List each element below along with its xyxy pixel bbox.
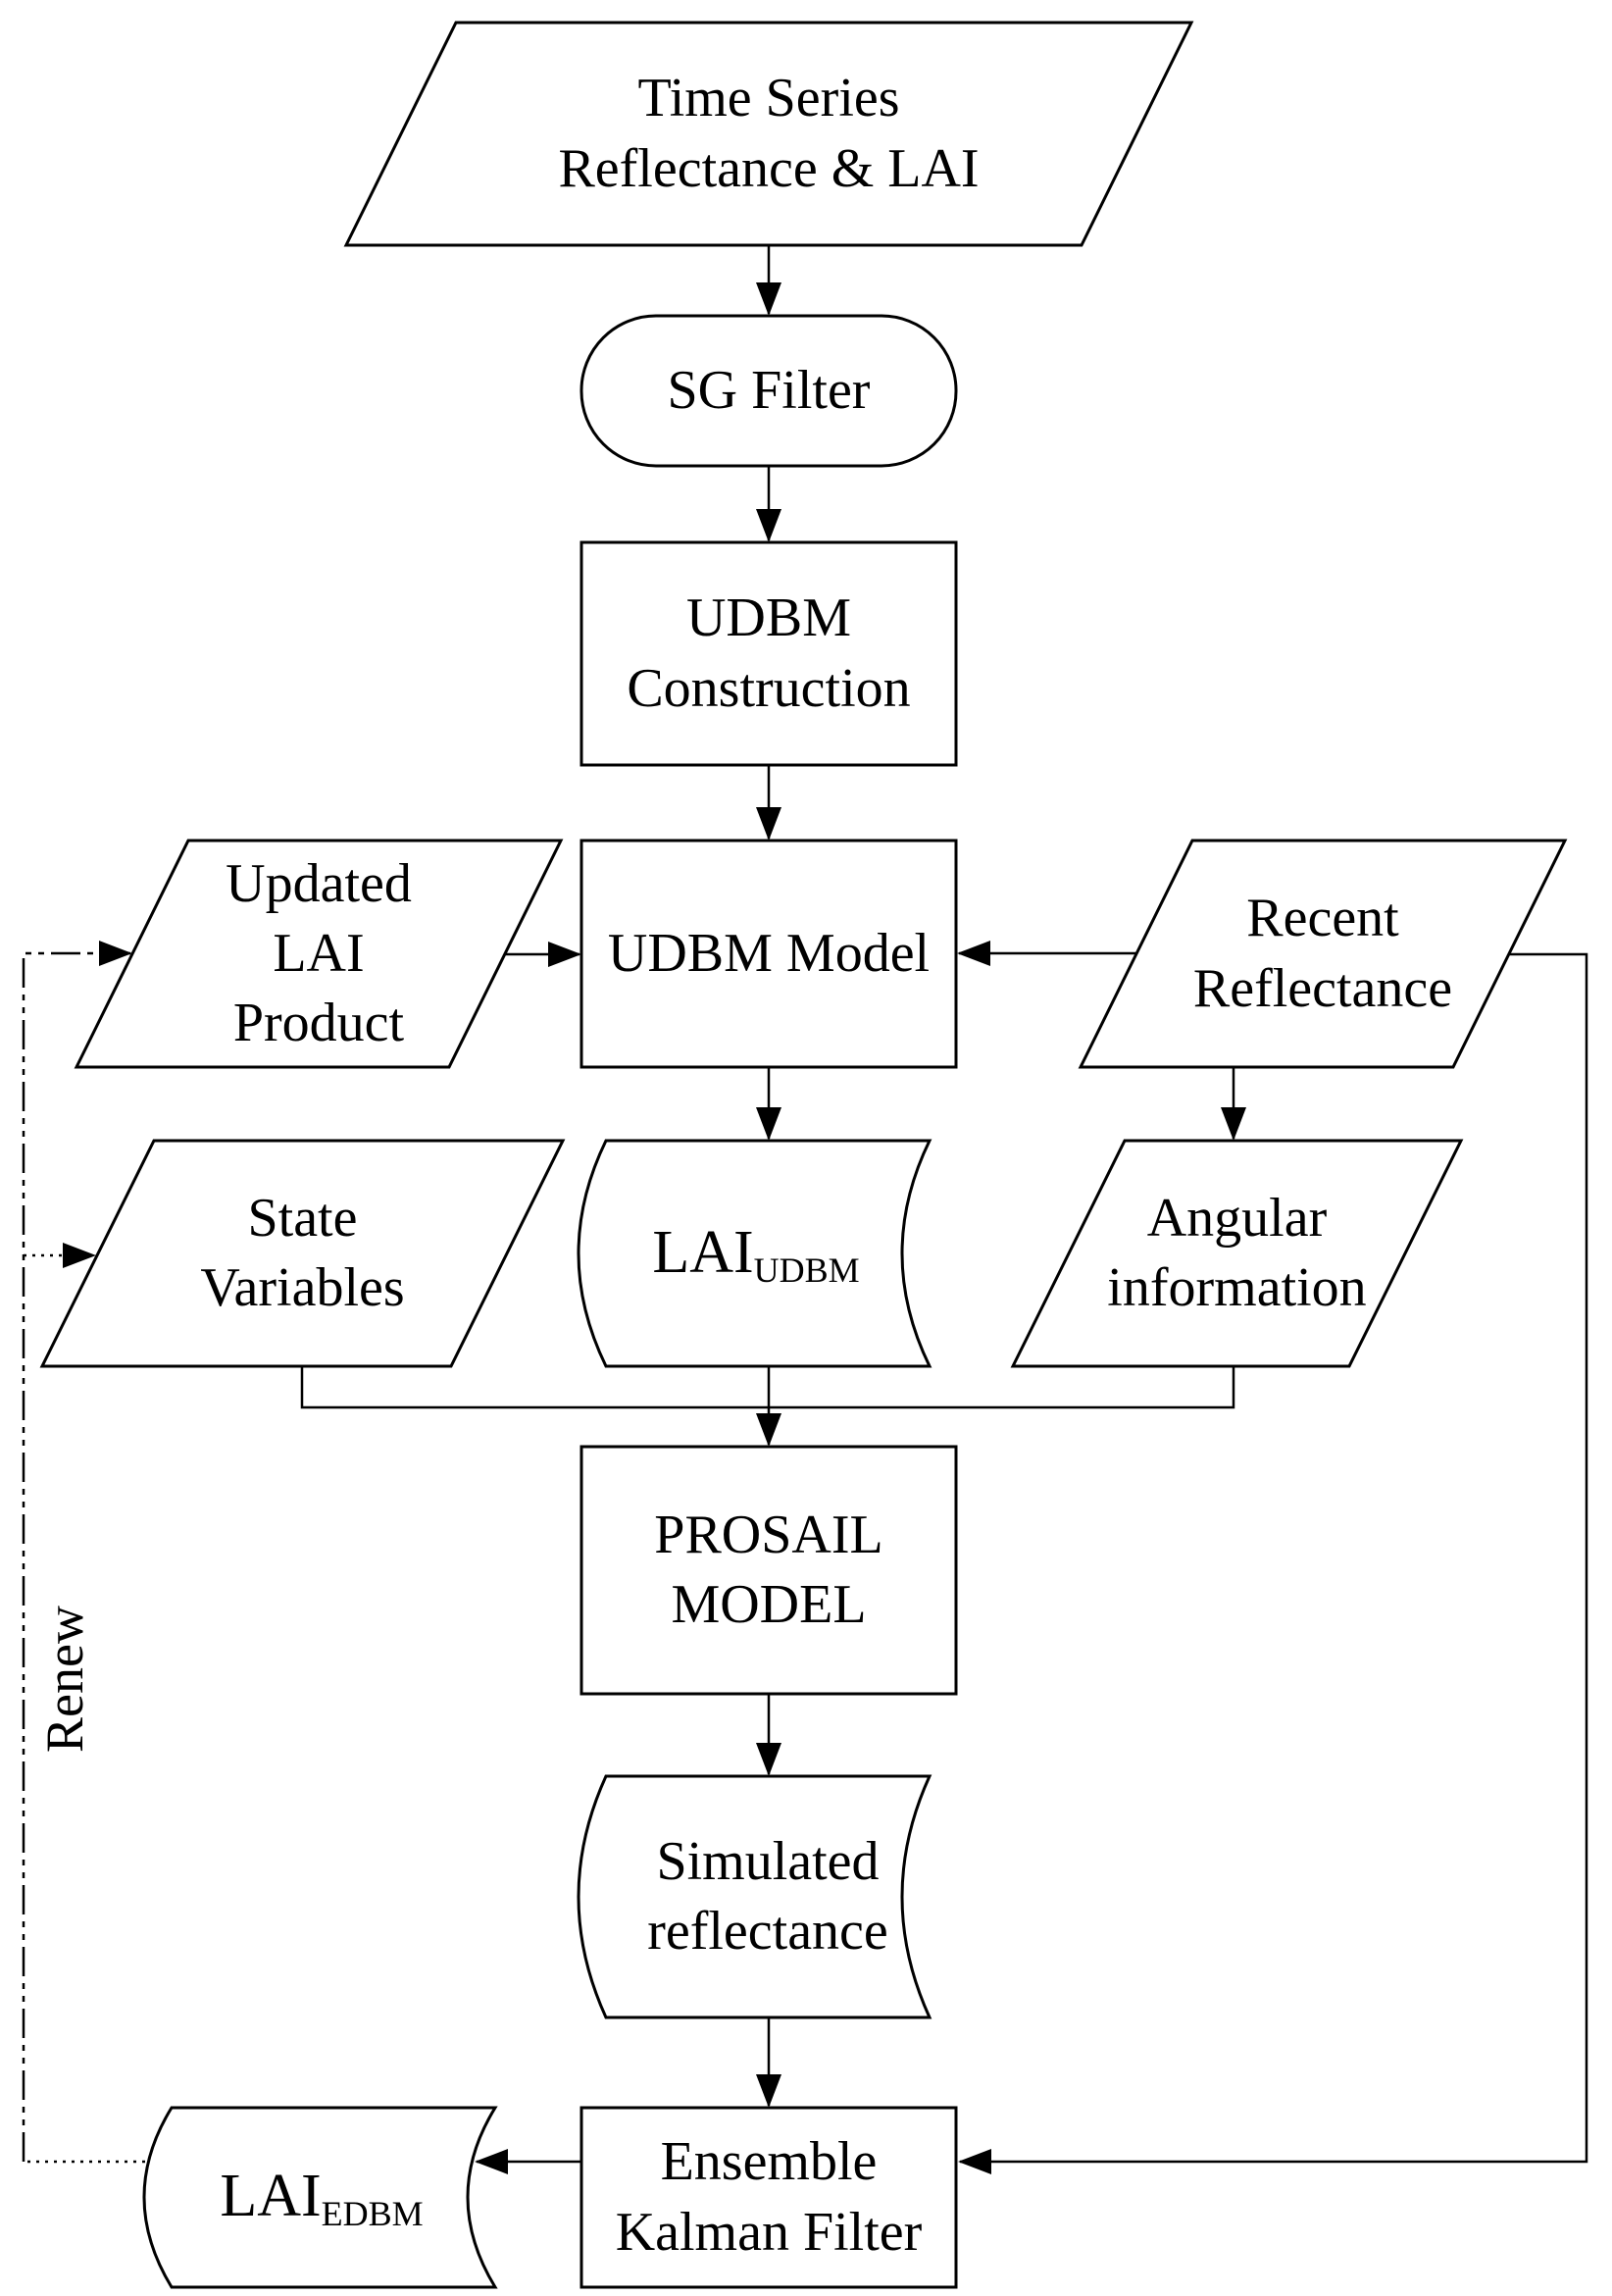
lai-udbm-main-text: LAI [652,1218,754,1286]
updated-lai-product-shape [74,839,564,1069]
edge-recentreflectance-to-ekf [958,952,1588,2174]
lai-udbm-subscript: UDBM [753,1250,860,1290]
lai-edbm-label: LAIEDBM [160,2108,483,2287]
sg-filter-label: SG Filter [667,359,871,421]
time-series-label: Time Series Reflectance & LAI [558,68,980,199]
sg-filter-shape [579,314,958,468]
time-series-shape [343,21,1194,247]
recent-reflectance-shape [1078,839,1568,1069]
udbm-model-label: UDBM Model [607,922,931,984]
edge-renew-to-updatedlai [22,941,132,2162]
updated-lai-product-label: Updated LAI Product [226,852,412,1054]
state-variables-label: State Variables [200,1187,405,1318]
prosail-model-shape [579,1445,958,1696]
state-variables-shape [39,1139,566,1368]
simulated-reflectance-label: Simulated reflectance [647,1830,888,1962]
prosail-model-label: PROSAIL MODEL [654,1504,883,1635]
angular-information-label: Angular information [1107,1187,1367,1318]
udbm-construction-shape [579,540,958,767]
lai-udbm-label: LAIUDBM [594,1141,918,1366]
lai-edbm-shape [142,2106,498,2289]
lai-edbm-main-text: LAI [220,2163,322,2230]
ensemble-kalman-filter-shape [579,2106,958,2289]
ensemble-kalman-filter-label: Ensemble Kalman Filter [615,2131,923,2263]
lai-udbm-shape [577,1139,932,1368]
simulated-reflectance-shape [577,1774,932,2019]
udbm-construction-label: UDBM Construction [627,587,911,719]
udbm-model-shape [579,839,958,1069]
recent-reflectance-label: Recent Reflectance [1192,888,1453,1019]
lai-edbm-subscript: EDBM [321,2194,424,2234]
angular-information-shape [1010,1139,1464,1368]
renew-annotation: Renew [35,1606,94,1753]
